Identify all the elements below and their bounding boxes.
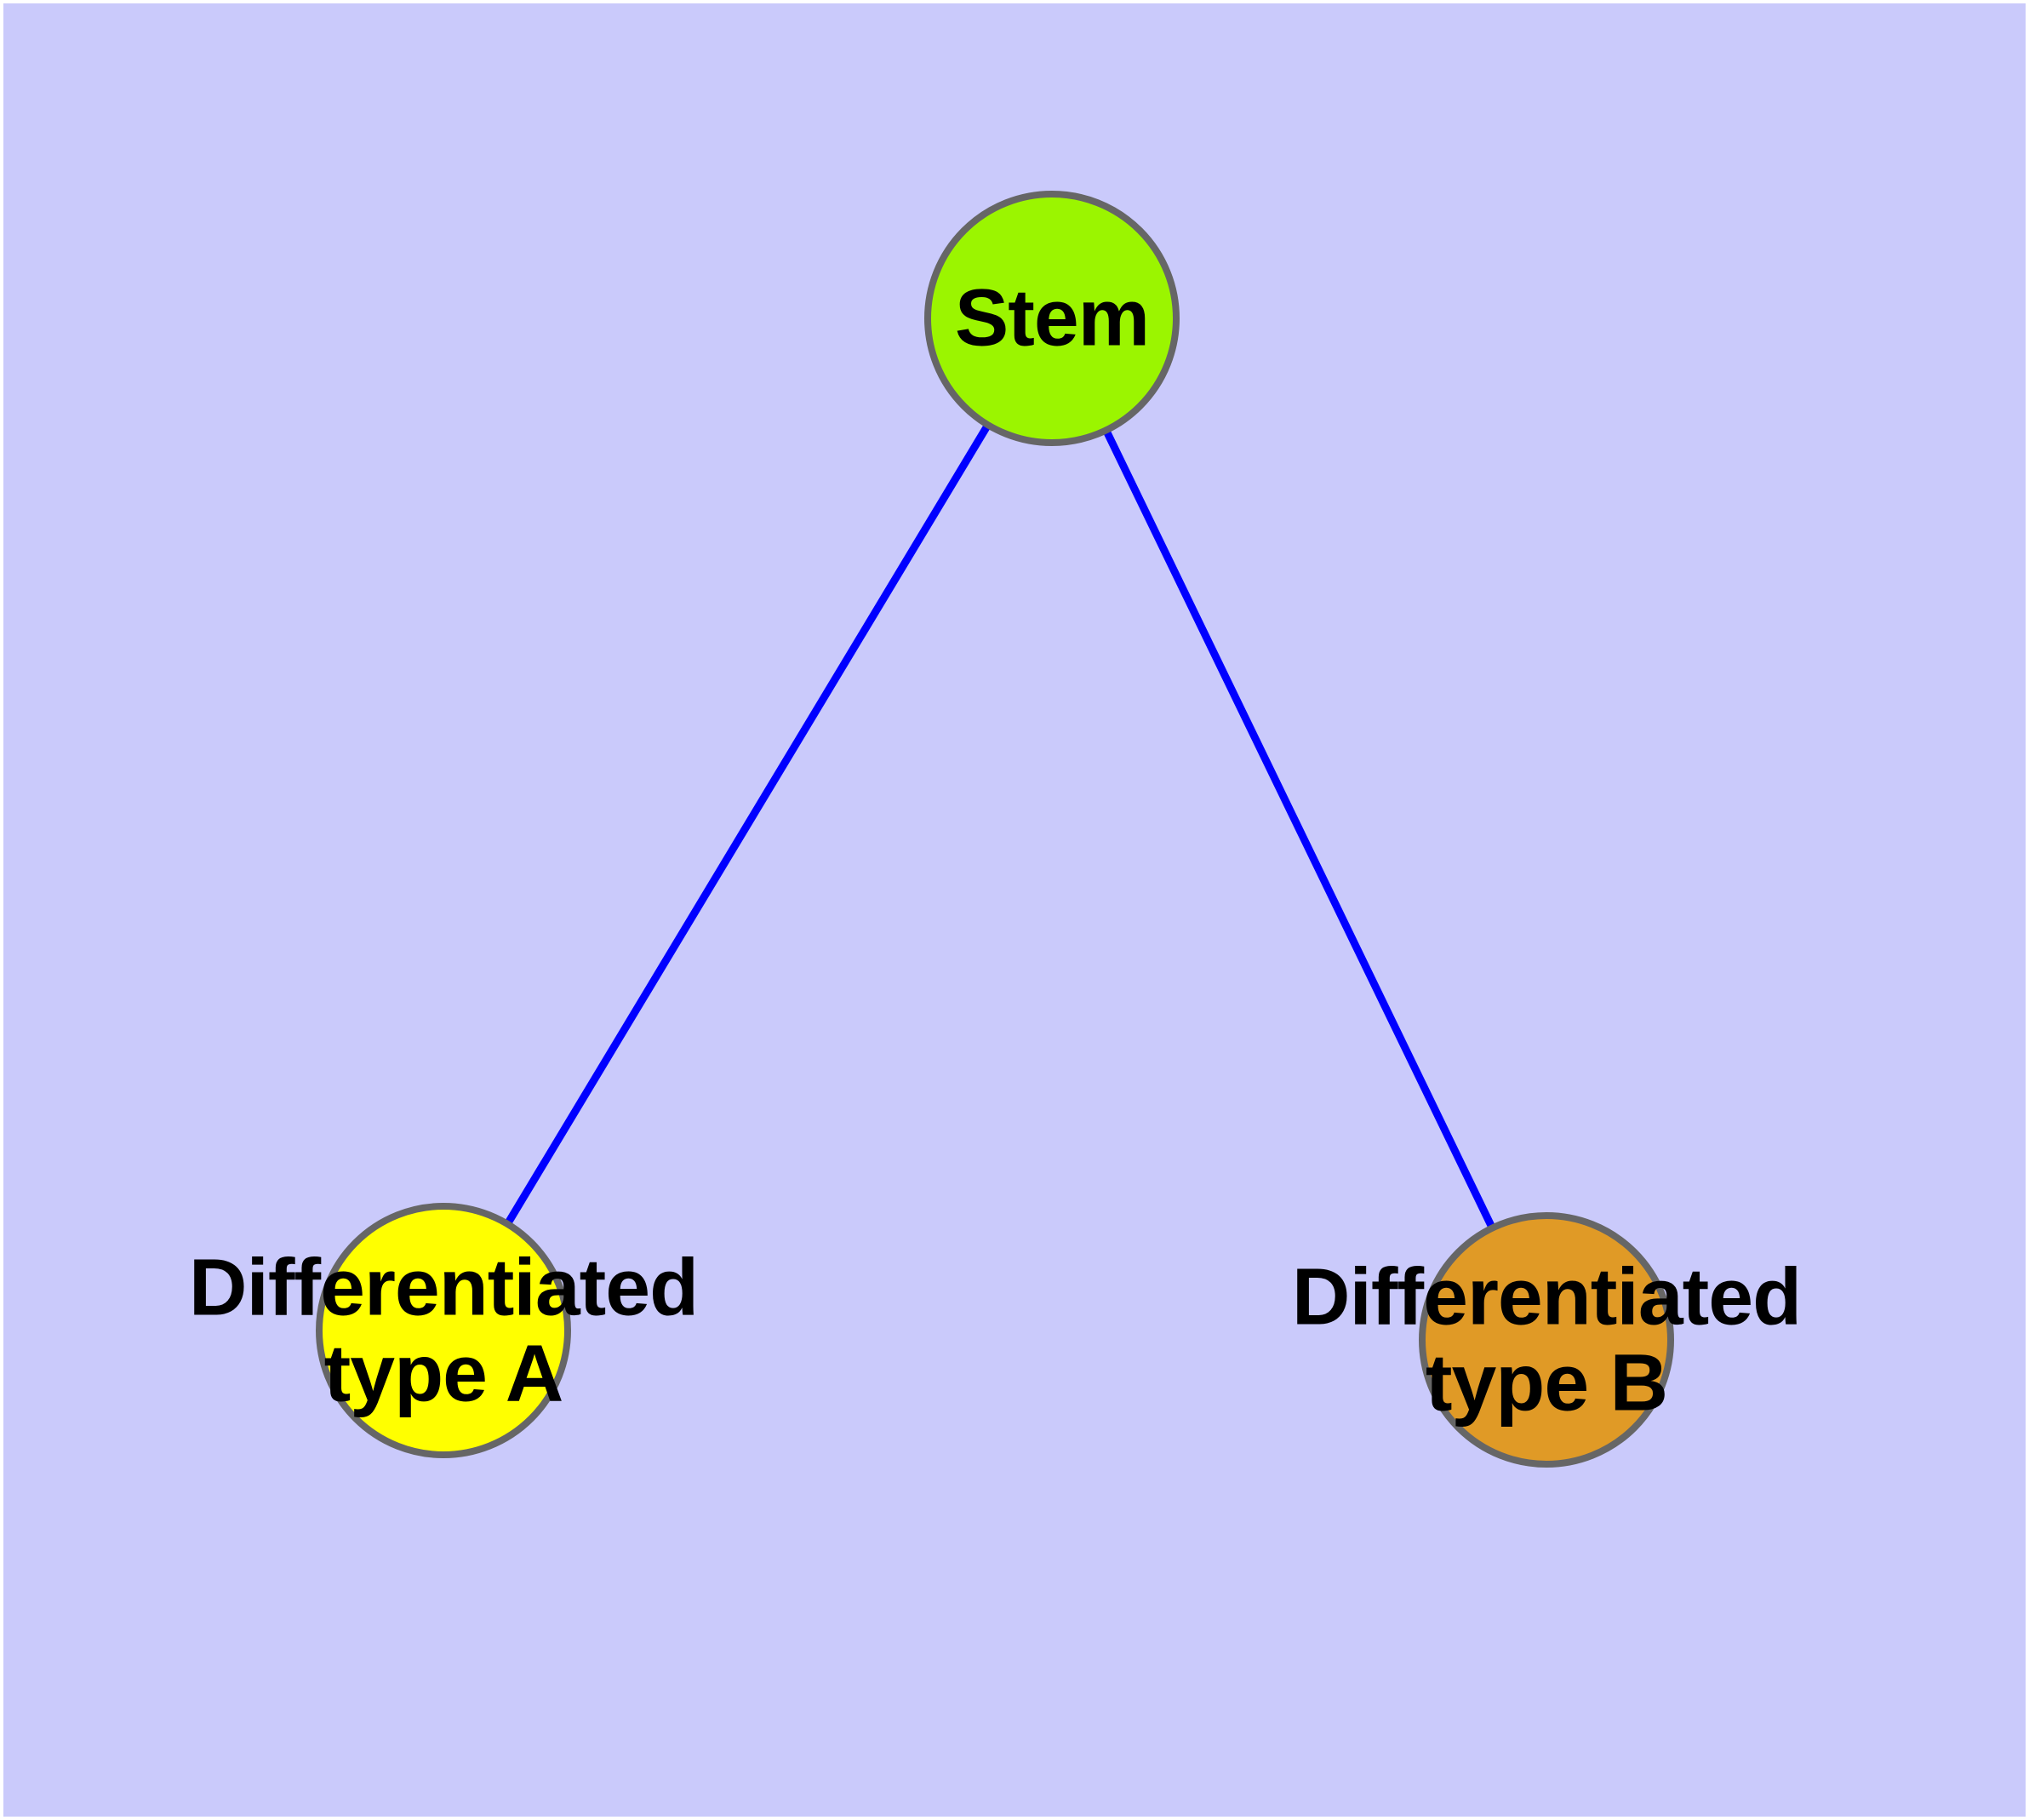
graph-edge-stem-to-a[interactable] xyxy=(440,316,1055,1333)
nodes-layer xyxy=(316,191,1674,1468)
graph-node-diff_a[interactable] xyxy=(316,1203,571,1458)
graph-node-stem[interactable] xyxy=(924,191,1180,446)
graph-edge-stem-to-b[interactable] xyxy=(1048,317,1551,1342)
graph-node-diff_b[interactable] xyxy=(1419,1212,1674,1468)
edges-layer xyxy=(440,316,1551,1342)
